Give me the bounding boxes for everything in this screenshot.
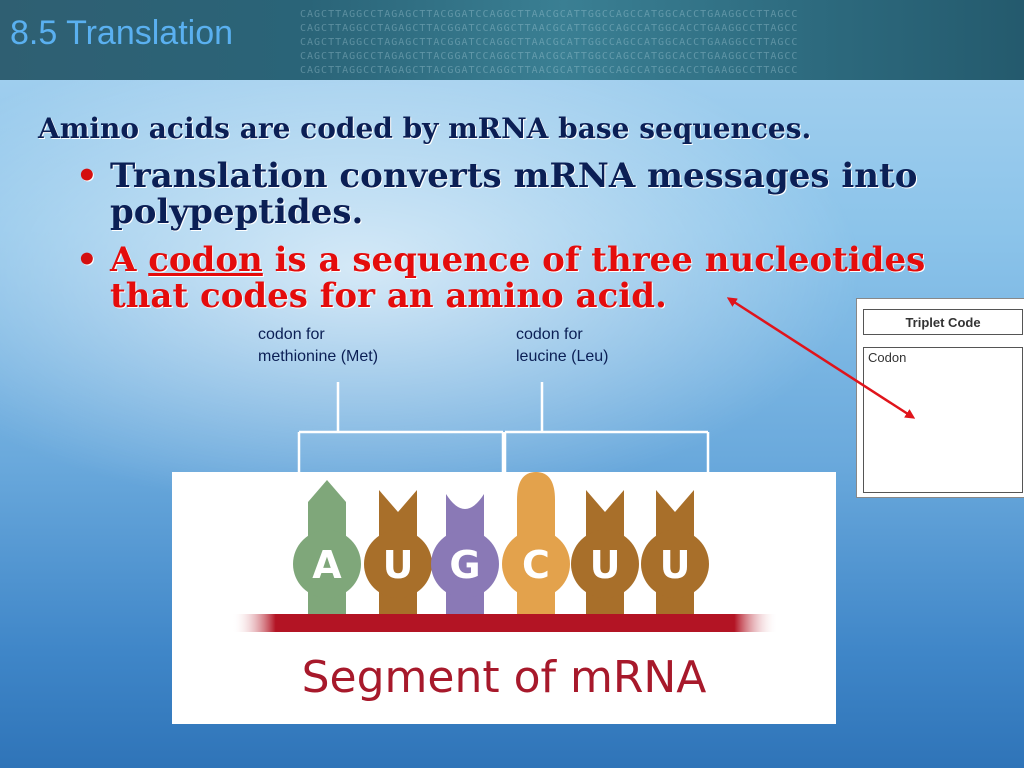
nucleotide-circle [571, 530, 639, 598]
codon-brackets [297, 382, 710, 472]
nucleotide-circle [364, 530, 432, 598]
nucleotide-letter: G [449, 543, 480, 587]
bullet-text-suffix: is a sequence of three nucleotides that … [110, 240, 926, 316]
nucleotide-letter: U [660, 543, 691, 587]
nucleotide-g-3: G [431, 494, 499, 614]
nucleotide-circle [431, 530, 499, 598]
bullet-text-prefix: A [110, 240, 149, 280]
callout-methionine: codon for methionine (Met) [258, 324, 378, 368]
nucleotide-letter: U [590, 543, 621, 587]
bullet-dot-icon: • [76, 156, 98, 196]
nucleotide-a-1: A [293, 480, 361, 614]
mrna-caption: Segment of mRNA [301, 652, 707, 703]
nucleotide-circle [293, 530, 361, 598]
dna-sequence-background: CAGCTTAGGCCTAGAGCTTACGGATCCAGGCTTAACGCAT… [300, 9, 799, 76]
nucleotide-u-5: U [571, 490, 639, 614]
bullet-dot-icon: • [76, 240, 98, 280]
bullet-translation: • Translation converts mRNA messages int… [76, 158, 996, 230]
callout-leu-line1: codon for [516, 326, 583, 343]
nucleotide-letter: U [383, 543, 414, 587]
nucleotide-c-4: C [502, 472, 570, 614]
mrna-backbone [232, 614, 778, 632]
callout-met-line2: methionine (Met) [258, 348, 379, 365]
bullet-list: • Translation converts mRNA messages int… [76, 158, 996, 326]
bullet-codon: • A codon is a sequence of three nucleot… [76, 242, 996, 314]
nucleotide-circle [641, 530, 709, 598]
bullet-text: Translation converts mRNA messages into … [110, 156, 918, 232]
slide-title: 8.5 Translation [10, 14, 234, 52]
red-arrow-icon [726, 297, 916, 419]
nucleotide-u-6: U [641, 490, 709, 614]
callout-leucine: codon for leucine (Leu) [516, 324, 609, 368]
callout-leu-line2: leucine (Leu) [516, 348, 609, 365]
nucleotide-circle [502, 530, 570, 598]
slide-subtitle: Amino acids are coded by mRNA base seque… [38, 112, 812, 145]
slide-header: CAGCTTAGGCCTAGAGCTTACGGATCCAGGCTTAACGCAT… [0, 0, 1024, 80]
nucleotide-u-2: U [364, 490, 432, 614]
nucleotide-letter: C [522, 543, 550, 587]
nucleotide-letter: A [312, 543, 342, 587]
codon-term: codon [148, 240, 263, 280]
callout-met-line1: codon for [258, 326, 325, 343]
